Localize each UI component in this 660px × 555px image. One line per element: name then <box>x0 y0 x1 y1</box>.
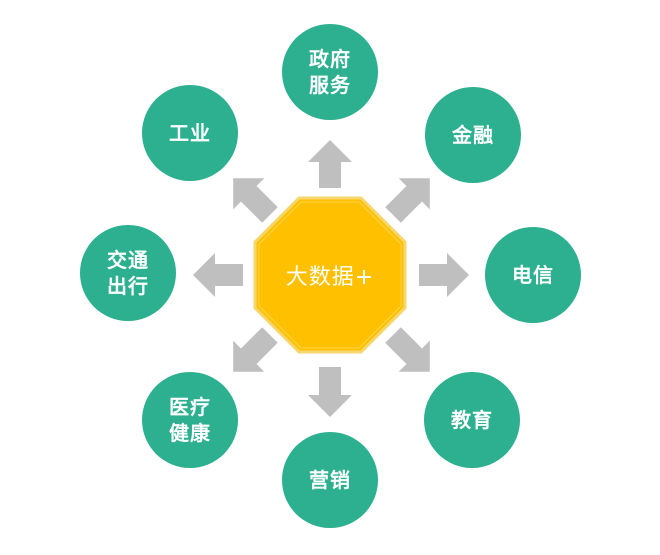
arrow-right-icon <box>419 253 469 297</box>
node-label-line: 金融 <box>452 123 494 147</box>
node-telecom: 电信 <box>485 227 581 323</box>
node-government-services: 政府 服务 <box>282 24 378 120</box>
node-healthcare: 医疗 健康 <box>142 372 238 468</box>
node-label-line: 出行 <box>107 274 149 298</box>
node-finance: 金融 <box>425 87 521 183</box>
node-label-line: 工业 <box>169 121 211 145</box>
node-label-line: 服务 <box>309 73 351 97</box>
arrow-down-icon <box>308 367 352 417</box>
node-transportation: 交通 出行 <box>80 225 176 321</box>
node-industry: 工业 <box>142 85 238 181</box>
node-label-line: 医疗 <box>169 395 211 419</box>
arrow-up-icon <box>308 140 352 188</box>
arrow-down-left-icon <box>233 327 278 372</box>
node-label-line: 政府 <box>309 47 351 71</box>
arrow-left-icon <box>193 253 243 297</box>
node-label-line: 电信 <box>512 263 554 287</box>
node-label-line: 交通 <box>107 248 149 272</box>
arrow-up-left-icon <box>233 178 278 223</box>
arrow-up-right-icon <box>385 178 430 223</box>
node-marketing: 营销 <box>282 432 378 528</box>
center-label: 大数据+ <box>285 265 375 290</box>
arrow-down-right-icon <box>385 327 430 372</box>
node-education: 教育 <box>424 372 520 468</box>
center-octagon <box>253 196 407 354</box>
node-label-line: 营销 <box>309 468 351 492</box>
node-label-line: 健康 <box>169 421 211 445</box>
node-label-line: 教育 <box>451 408 493 432</box>
